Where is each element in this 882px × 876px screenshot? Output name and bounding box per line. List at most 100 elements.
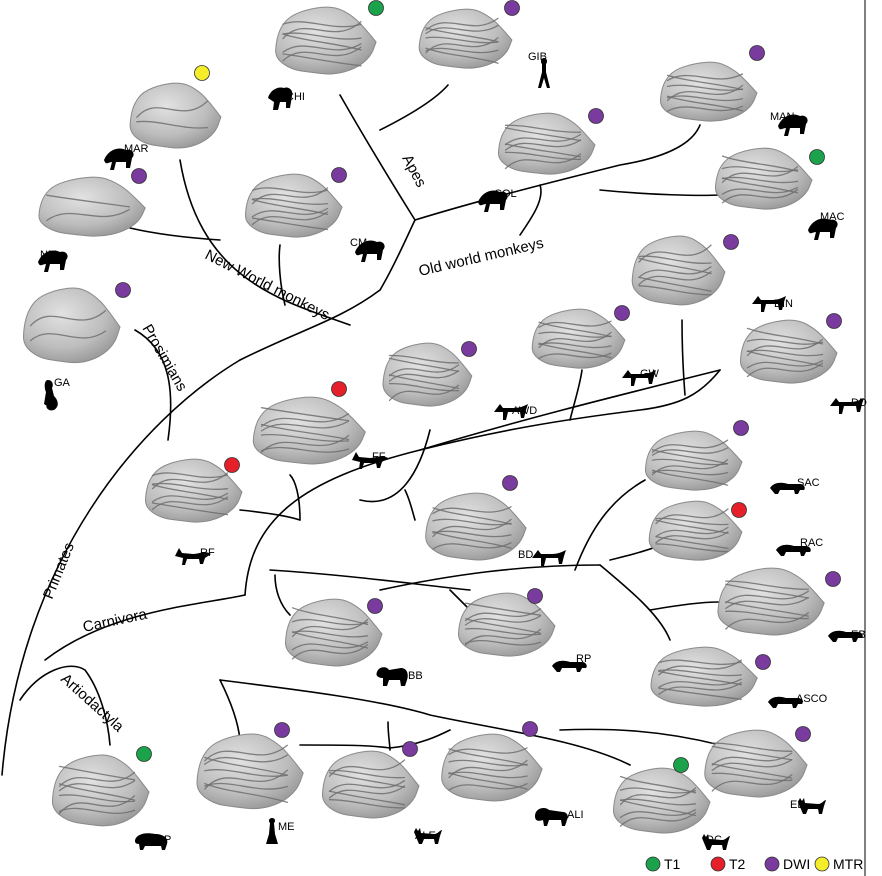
sulcus [746,362,824,378]
clade-label-carnivora: Carnivora [81,606,149,636]
sulcus [58,807,136,815]
legend-label: MTR [833,856,863,872]
branch-me [219,679,241,741]
sulcus [425,47,499,64]
sulcus [655,517,729,526]
sulcus [291,607,369,626]
branch-felid [299,729,451,749]
branch-cm [278,244,286,306]
branch-ale [387,721,391,751]
gibbon-icon [538,58,550,88]
branch-carnivora [44,594,246,661]
fennec-fox-icon [352,452,388,469]
sulcus [251,197,329,205]
sulcus [725,612,809,630]
branch-gib [379,84,449,131]
legend-swatch [645,856,661,872]
species-label: ASCO [796,693,828,705]
sulcus [725,590,809,604]
modality-dot [809,149,825,165]
sulcus [638,255,712,264]
sulcus [638,276,712,292]
branch-col [519,184,542,236]
capuchin-icon [355,240,385,262]
species-label: MAR [124,143,149,155]
species-label: EB [851,629,866,641]
branch-prosimians [134,329,172,441]
sulcus [725,601,809,617]
sulcus [464,628,542,646]
sulcus [746,338,824,357]
modality-dot [749,45,765,61]
species-ali: ALI [441,721,584,826]
sulcus [291,618,369,638]
branch-primates [239,289,381,361]
species-label: CHI [286,91,305,103]
sulcus [204,769,288,790]
sulcus [136,120,208,129]
species-mac: MAC [714,147,845,240]
branch-awd-bd [359,429,431,503]
sulcus [711,745,793,761]
species-rac: RAC [648,500,823,561]
modality-dot [194,65,210,81]
sulcus [721,186,799,195]
modality-dot [755,654,771,670]
sulcus [666,84,744,102]
sulcus [282,21,362,28]
modality-dot [673,757,689,773]
leopard-icon [414,828,442,844]
species-label: ME [278,821,295,833]
sulcus [619,809,697,819]
species-awd: AWD [382,341,537,420]
branch-bd [404,489,416,521]
species-label: AWD [512,405,537,417]
sulcus [388,354,460,364]
ringtail-icon [770,482,805,494]
sulcus [651,469,729,486]
legend-swatch [710,856,726,872]
sulcus [721,176,799,184]
branch-musteloid [379,564,601,591]
species-label: MAN [770,111,795,123]
sulcus [291,630,369,638]
sulcus [260,446,350,453]
clade-label-prosimians: Prosimians [139,322,191,395]
species-label: MAC [820,211,845,223]
sulcus [711,763,793,779]
species-label: GW [640,368,660,380]
sulcus [538,331,612,349]
brain-surface [497,112,596,175]
species-ga: GA [22,282,131,411]
sulcus [282,32,362,40]
sulcus [136,100,208,118]
sulcus [504,153,582,170]
domestic-cat-icon [702,834,730,850]
branch-apes [339,94,416,221]
branch-eb [649,601,721,611]
sulcus [655,519,729,534]
sulcus [711,752,793,766]
modality-dot [274,722,290,738]
brain-surface [717,567,825,636]
species-label: DC [706,834,722,846]
sulcus [658,669,742,677]
sulcus [538,352,612,359]
sulcus [432,518,512,526]
branch-old-world [414,124,701,221]
sulcus [655,535,729,550]
species-man: MAN [659,45,808,136]
species-col: COL [478,108,604,212]
brain-surface [244,173,343,238]
sulcus [619,811,697,827]
species-label: RF [200,547,215,559]
sulcus [425,17,499,31]
species-label: CM [350,237,367,249]
sulcus [651,439,729,453]
legend-label: T1 [664,856,681,872]
sulcus [448,759,528,767]
brain-surface [531,308,626,369]
brain-surface [659,61,758,122]
sulcus [260,434,350,453]
